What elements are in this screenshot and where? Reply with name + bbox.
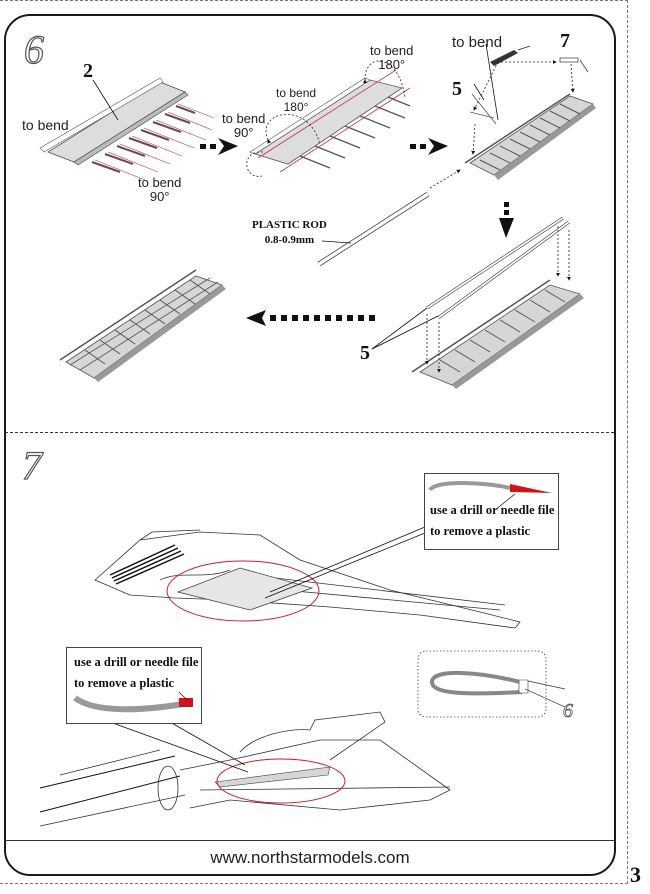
airfoil-section <box>429 670 523 696</box>
callout-bottom-leader-2 <box>169 721 246 766</box>
instruction-frame <box>4 14 616 876</box>
bend-label-180a-line1: to bend <box>276 86 317 100</box>
part-number-7: 7 <box>560 30 570 52</box>
step-7-number: 7 <box>21 442 42 488</box>
step-divider <box>5 432 614 433</box>
bend-label-90-line1: to bend <box>222 111 266 126</box>
hinge-part <box>518 679 529 694</box>
footer-divider <box>5 840 614 841</box>
callout-bottom: use a drill or needle file to remove a p… <box>66 647 202 724</box>
bend-label-right: to bend <box>452 34 503 51</box>
part-number-5-top: 5 <box>452 78 462 100</box>
callout-top-text: use a drill or needle file to remove a p… <box>430 500 554 542</box>
callout-top-leader-2 <box>269 526 426 593</box>
bend-label-left: to bend <box>22 117 69 133</box>
callout-top-leader-1 <box>264 532 426 599</box>
callout-bottom-leader-1 <box>109 721 249 773</box>
callout-bottom-line1: use a drill or needle file <box>74 655 199 669</box>
footer-url: www.northstarmodels.com <box>210 848 410 867</box>
bend-label-bottom: to bend 90° <box>138 176 181 204</box>
bend-label-90: to bend 90° <box>222 112 265 140</box>
part-number-2: 2 <box>83 60 93 82</box>
callout-bottom-airfoil-icon <box>73 691 193 713</box>
page-number: 3 <box>630 862 641 887</box>
bend-label-180b: to bend 180° <box>370 44 413 72</box>
bend-label-180a-line2: 180° <box>283 100 309 114</box>
bend-label-180b-line2: 180° <box>378 57 406 72</box>
callout-top-line1: use a drill or needle file <box>430 503 555 517</box>
plastic-rod-label-line2: 0.8-0.9mm <box>264 234 315 246</box>
flap-assembled-step-a <box>429 43 596 189</box>
callout-top-airfoil-icon <box>428 481 552 511</box>
detail-leader <box>524 688 566 708</box>
arrow-right-2 <box>410 138 448 155</box>
plastic-rod-label-line1: PLASTIC ROD <box>252 219 327 231</box>
callout-top-line2: to remove a plastic <box>430 524 531 538</box>
bend-label-bottom-line1: to bend <box>138 175 182 190</box>
photo-etch-fret-bent <box>246 60 411 177</box>
part-number-5-bottom: 5 <box>360 342 370 364</box>
flap-with-rods <box>371 216 584 389</box>
wing-top-highlight-ellipse <box>166 560 320 622</box>
fuselage-panel-highlight <box>214 766 331 788</box>
step-6-number: 6 <box>23 26 44 72</box>
wing-top-panel-highlight <box>176 567 314 611</box>
callout-top: use a drill or needle file to remove a p… <box>424 473 559 550</box>
callout-bottom-text: use a drill or needle file to remove a p… <box>74 652 198 694</box>
page-trim-border <box>0 0 628 884</box>
arrow-left-long <box>246 310 375 326</box>
plastic-rod-label: PLASTIC ROD 0.8-0.9mm <box>252 218 327 248</box>
callout-bottom-line2: to remove a plastic <box>74 676 175 690</box>
plastic-rod <box>317 191 430 267</box>
bend-label-bottom-line2: 90° <box>149 189 170 204</box>
detail-part-number-6: 6 <box>563 700 574 723</box>
flap-final <box>59 269 226 382</box>
bend-label-90-line2: 90° <box>233 125 254 140</box>
photo-etch-fret-flat <box>39 77 215 181</box>
trailing-edge <box>527 680 566 690</box>
bend-label-180a: to bend 180° <box>276 86 316 114</box>
bend-label-180b-line1: to bend <box>370 43 414 58</box>
arrow-right-1 <box>200 138 238 155</box>
detail-box <box>417 650 547 718</box>
arrow-down <box>499 202 514 238</box>
fuselage-highlight-ellipse <box>216 758 346 804</box>
fuselage-bottom-view <box>39 711 451 827</box>
